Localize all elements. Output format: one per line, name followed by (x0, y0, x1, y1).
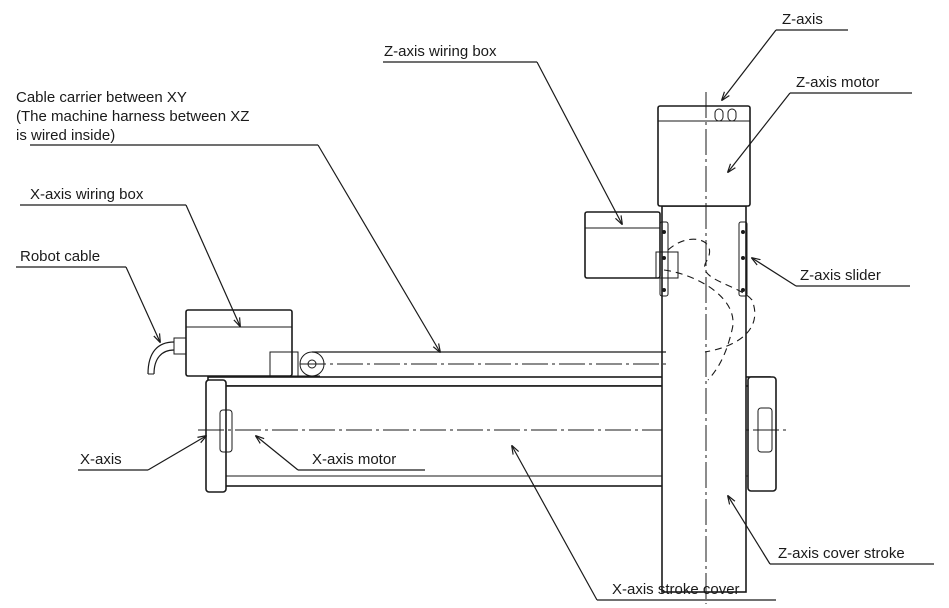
label-cable-carrier-3: is wired inside) (16, 127, 115, 144)
x-axis-wiring-box (147, 309, 325, 377)
label-x-axis-motor: X-axis motor (312, 451, 396, 468)
label-x-axis: X-axis (80, 451, 122, 468)
z-axis-wiring-box (584, 211, 679, 279)
z-axis-assembly (657, 92, 756, 604)
label-cable-carrier-2: (The machine harness between XZ (16, 108, 249, 125)
label-z-axis-cover-stroke: Z-axis cover stroke (778, 545, 905, 562)
label-z-axis-slider: Z-axis slider (800, 267, 881, 284)
label-robot-cable: Robot cable (20, 248, 100, 265)
leader-lines (16, 29, 934, 601)
label-z-axis-wiring-box: Z-axis wiring box (384, 43, 497, 60)
label-cable-carrier-1: Cable carrier between XY (16, 89, 187, 106)
label-z-axis-motor: Z-axis motor (796, 74, 879, 91)
label-x-axis-stroke-cover: X-axis stroke cover (612, 581, 740, 598)
label-x-axis-wiring-box: X-axis wiring box (30, 186, 144, 203)
label-z-axis: Z-axis (782, 11, 823, 28)
cable-carrier (300, 351, 666, 365)
